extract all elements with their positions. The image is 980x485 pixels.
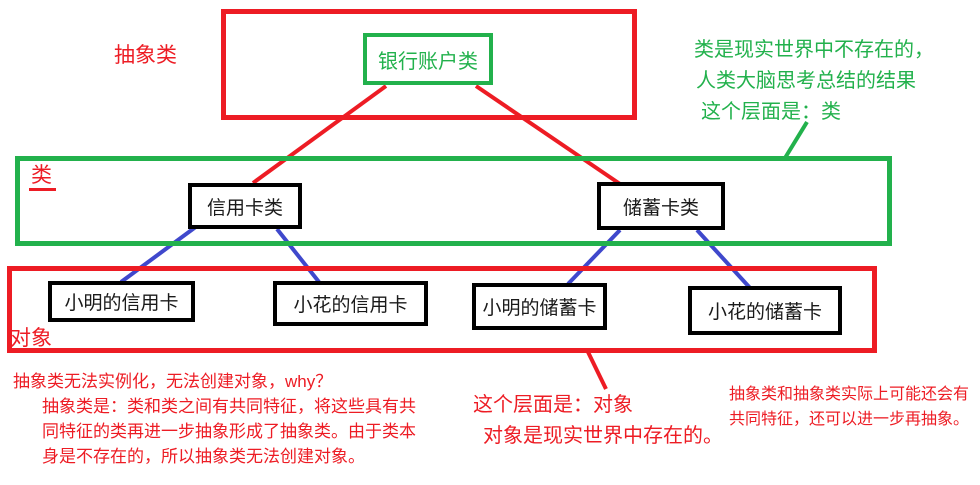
class-layer-label: 类 — [31, 164, 52, 187]
class-note-line: 人类大脑思考总结的结果 — [696, 70, 916, 92]
class-layer-box — [15, 156, 892, 246]
node-xiaoming-credit-card: 小明的信用卡 — [48, 281, 195, 322]
further-note-line: 共同特征，还可以进一步再抽象。 — [729, 411, 970, 428]
object-note-line: 对象是现实世界中存在的。 — [483, 425, 723, 447]
abstract-note-line: 同特征的类再进一步抽象形成了抽象类。由于类本 — [42, 422, 416, 441]
class-note-line: 这个层面是：类 — [701, 101, 841, 123]
abstract-note-line: 抽象类无法实例化，无法创建对象，why？ — [13, 372, 333, 391]
object-note-pointer-line — [586, 351, 608, 390]
node-credit-card-class: 信用卡类 — [188, 183, 302, 229]
node-xiaohua-credit-card: 小花的信用卡 — [273, 281, 428, 326]
class-note-line: 类是现实世界中不存在的， — [694, 39, 934, 61]
class-label-underline — [29, 188, 56, 191]
further-abstraction-note: 抽象类和抽象类实际上可能还会有 共同特征，还可以进一步再抽象。 — [729, 382, 969, 432]
node-debit-card-class: 储蓄卡类 — [597, 182, 725, 230]
abstract-layer-label: 抽象类 — [114, 44, 177, 67]
object-layer-label: 对象 — [10, 327, 52, 350]
abstract-note-line: 身是不存在的，所以抽象类无法创建对象。 — [42, 447, 365, 466]
further-note-line: 抽象类和抽象类实际上可能还会有 — [729, 386, 970, 403]
abstract-note-line: 抽象类是：类和类之间有共同特征，将这些具有共 — [42, 397, 416, 416]
node-xiaoming-debit-card: 小明的储蓄卡 — [472, 283, 607, 330]
object-note-line: 这个层面是：对象 — [473, 394, 633, 416]
node-xiaohua-debit-card: 小花的储蓄卡 — [688, 286, 842, 335]
object-layer-box — [7, 266, 877, 353]
abstract-class-note: 抽象类无法实例化，无法创建对象，why？ 抽象类是：类和类之间有共同特征，将这些… — [13, 369, 416, 469]
abstract-layer-box — [221, 9, 637, 120]
object-layer-note: 这个层面是：对象 对象是现实世界中存在的。 — [473, 390, 723, 452]
class-layer-note: 类是现实世界中不存在的， 人类大脑思考总结的结果 这个层面是：类 — [694, 35, 934, 128]
node-bank-account-class: 银行账户类 — [363, 33, 493, 85]
